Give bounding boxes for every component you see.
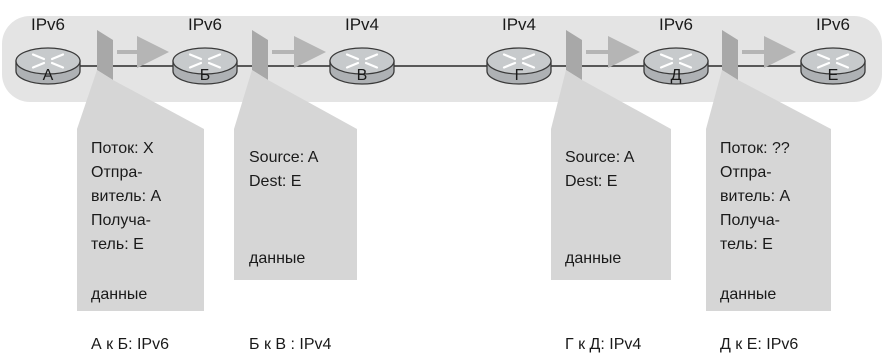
protocol-label: IPv6: [188, 15, 222, 34]
packet-line: витель: А: [720, 188, 791, 205]
packet-line: тель: Е: [720, 236, 773, 253]
packet-line: Отпра-: [720, 164, 772, 181]
hop-caption: Д к Е: IPv6: [720, 336, 798, 353]
router-label: А: [43, 67, 54, 84]
packet-callout: Поток: ?? Отпра- витель: А Получа- тель:…: [706, 30, 831, 311]
packet-line: Dest: E: [565, 173, 617, 190]
router-label: Е: [828, 67, 839, 84]
packet-line: Получа-: [720, 212, 780, 229]
packet-callout: Source: A Dest: E данные: [551, 30, 671, 280]
router-label: Г: [515, 67, 524, 84]
packet-line: данные: [249, 250, 305, 267]
packet-line: данные: [720, 286, 776, 303]
router-arrows-icon: [31, 53, 65, 69]
router-arrows-icon: [816, 53, 850, 69]
router-arrows-icon: [345, 53, 379, 69]
packet-line: витель: А: [91, 188, 162, 205]
router-label: В: [357, 67, 368, 84]
packet-line: данные: [91, 286, 147, 303]
protocol-label: IPv6: [31, 15, 65, 34]
packet-callout: Source: A Dest: E данные: [234, 30, 357, 280]
router: А IPv6: [15, 15, 81, 85]
packet-line: Поток: ??: [720, 140, 790, 157]
packet-line: данные: [565, 250, 621, 267]
protocol-label: IPv4: [345, 15, 379, 34]
protocol-label: IPv6: [659, 15, 693, 34]
router: Б IPv6: [172, 15, 238, 85]
router-arrows-icon: [188, 53, 222, 69]
packet-line: Dest: E: [249, 173, 301, 190]
protocol-label: IPv4: [502, 15, 536, 34]
packet-line: Source: A: [565, 149, 635, 166]
router: Е IPv6: [800, 15, 866, 85]
router-arrows-icon: [502, 53, 536, 69]
router-arrows-icon: [659, 53, 693, 69]
packet-line: Source: A: [249, 149, 319, 166]
router-label: Б: [200, 67, 211, 84]
protocol-label: IPv6: [816, 15, 850, 34]
router: В IPv4: [329, 15, 395, 85]
packet-line: Получа-: [91, 212, 151, 229]
hop-caption: Б к В : IPv4: [249, 336, 332, 353]
router: Д IPv6: [643, 15, 709, 85]
router-label: Д: [671, 67, 682, 84]
router: Г IPv4: [486, 15, 552, 85]
packet-line: Поток: X: [91, 140, 154, 157]
hop-caption: А к Б: IPv6: [91, 336, 169, 353]
packet-callout: Поток: X Отпра- витель: А Получа- тель: …: [77, 30, 204, 311]
hop-caption: Г к Д: IPv4: [565, 336, 641, 353]
packet-line: тель: Е: [91, 236, 144, 253]
packet-line: Отпра-: [91, 164, 143, 181]
